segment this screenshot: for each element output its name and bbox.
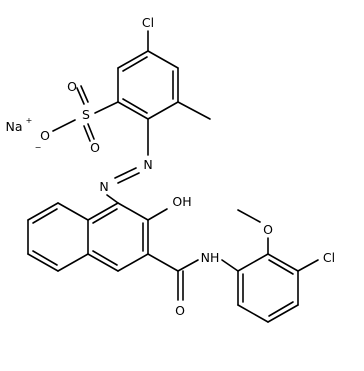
bond bbox=[297, 259, 319, 272]
bond bbox=[80, 85, 89, 103]
bond bbox=[237, 209, 261, 223]
bond bbox=[237, 304, 269, 323]
bond bbox=[117, 202, 149, 221]
atom-labels: Cl S O O O − Na + N N OH O NH O Cl bbox=[5, 15, 335, 318]
bond bbox=[117, 253, 149, 272]
bond bbox=[92, 208, 118, 224]
bond bbox=[267, 304, 299, 323]
bond bbox=[147, 50, 179, 69]
bond bbox=[87, 253, 119, 272]
bond bbox=[76, 87, 85, 105]
bond bbox=[117, 172, 140, 184]
bond bbox=[117, 101, 149, 120]
bond bbox=[147, 101, 179, 120]
bond bbox=[177, 259, 199, 272]
bonds bbox=[27, 30, 319, 323]
bond bbox=[32, 208, 58, 224]
bond bbox=[57, 202, 89, 221]
bond bbox=[92, 250, 118, 266]
atom-label-o-minus: O bbox=[40, 128, 50, 143]
bond bbox=[106, 194, 119, 204]
bond bbox=[177, 101, 211, 120]
bond bbox=[94, 101, 119, 114]
atom-label-oh: OH bbox=[172, 194, 191, 209]
atom-label-o-sulfonyl-top: O bbox=[67, 79, 77, 94]
bond bbox=[122, 56, 148, 72]
bond bbox=[83, 125, 91, 142]
bond bbox=[147, 208, 168, 221]
atom-label-o-sulfonyl-bottom: O bbox=[90, 140, 100, 155]
bond bbox=[267, 253, 299, 272]
atom-label-na: Na bbox=[5, 119, 22, 134]
atom-label-nh: NH bbox=[201, 250, 220, 265]
bond bbox=[87, 123, 95, 140]
bond bbox=[27, 253, 59, 272]
charge-plus: + bbox=[26, 116, 33, 125]
bond bbox=[237, 253, 269, 272]
atom-label-o-methoxy: O bbox=[263, 222, 273, 237]
bond bbox=[32, 250, 58, 266]
bond bbox=[268, 259, 294, 275]
bond bbox=[147, 253, 179, 272]
charge-minus: − bbox=[35, 143, 42, 152]
atom-label-cl-right: Cl bbox=[323, 250, 335, 265]
atom-label-cl-top: Cl bbox=[142, 15, 154, 30]
bond bbox=[122, 98, 148, 114]
atom-label-s: S bbox=[82, 107, 90, 122]
bond bbox=[27, 202, 59, 221]
bond bbox=[117, 50, 149, 69]
bond bbox=[52, 119, 76, 132]
bond bbox=[221, 259, 239, 272]
atom-label-n-azo-1: N bbox=[143, 157, 152, 172]
bond bbox=[57, 253, 89, 272]
bond bbox=[268, 301, 294, 317]
bond bbox=[87, 202, 119, 221]
atom-label-o-carbonyl: O bbox=[175, 303, 185, 318]
bond bbox=[114, 167, 137, 179]
atom-label-n-azo-2: N bbox=[99, 179, 108, 194]
